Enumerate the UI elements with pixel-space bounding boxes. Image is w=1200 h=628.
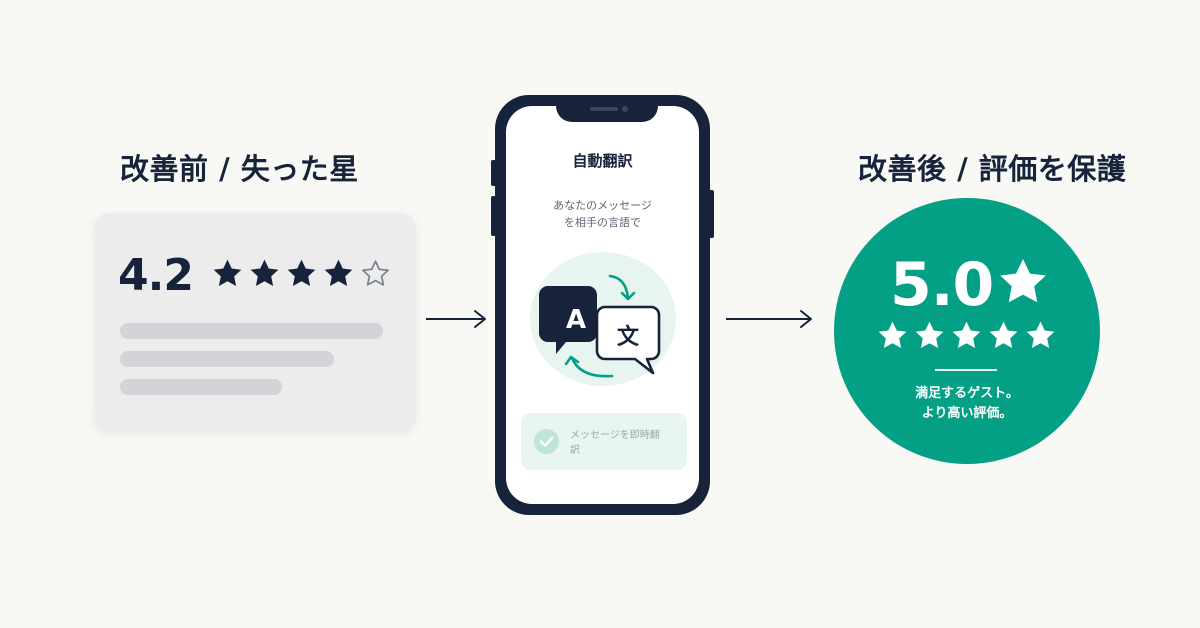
phone-subtitle-line2: を相手の言語で xyxy=(564,216,641,229)
phone-side-button xyxy=(709,190,714,238)
star-icon xyxy=(287,259,316,287)
star-icon xyxy=(915,321,944,349)
arrow-right-icon xyxy=(426,310,486,328)
after-caption-line1: 満足するゲスト。 xyxy=(915,386,1019,401)
placeholder-line xyxy=(120,379,282,395)
phone-camera xyxy=(622,106,628,112)
star-icon xyxy=(324,259,353,287)
star-icon xyxy=(250,259,279,287)
arrow-right-icon xyxy=(726,310,812,328)
after-star-rating xyxy=(875,318,1058,353)
phone-title: 自動翻訳 xyxy=(572,152,633,170)
star-icon xyxy=(952,321,981,349)
instant-translate-label-line1: メッセージを即時翻 xyxy=(570,430,660,441)
phone-side-button xyxy=(491,160,496,186)
before-review-card xyxy=(94,213,416,432)
large-star-icon xyxy=(1000,259,1046,303)
check-icon xyxy=(539,436,554,447)
placeholder-line xyxy=(120,323,383,339)
instant-translate-label-line2: 訳 xyxy=(570,445,580,456)
before-star-rating xyxy=(210,256,393,291)
placeholder-line xyxy=(120,351,334,367)
phone-subtitle-line1: あなたのメッセージ xyxy=(553,199,652,212)
star-icon xyxy=(989,321,1018,349)
after-caption-line2: より高い評価。 xyxy=(921,406,1013,421)
star-icon xyxy=(213,259,242,287)
phone-speaker xyxy=(590,107,618,111)
instant-translate-label: メッセージを即時翻 訳 xyxy=(570,428,680,458)
translate-letter-kanji: 文 xyxy=(617,324,640,350)
after-divider xyxy=(935,369,997,371)
star-outline-icon xyxy=(362,260,389,286)
translate-icon: A 文 xyxy=(539,274,661,378)
phone-side-button xyxy=(491,196,496,236)
star-icon xyxy=(878,321,907,349)
after-rating-value: 5.0 xyxy=(890,250,994,320)
before-rating-value: 4.2 xyxy=(118,250,194,301)
after-heading: 改善後 / 評価を保護 xyxy=(858,152,1127,186)
before-heading: 改善前 / 失った星 xyxy=(120,152,359,186)
after-caption: 満足するゲスト。 より高い評価。 xyxy=(834,384,1100,424)
check-icon-background xyxy=(534,429,559,454)
translate-letter-a: A xyxy=(566,305,586,335)
star-icon xyxy=(1026,321,1055,349)
phone-notch xyxy=(556,100,658,122)
